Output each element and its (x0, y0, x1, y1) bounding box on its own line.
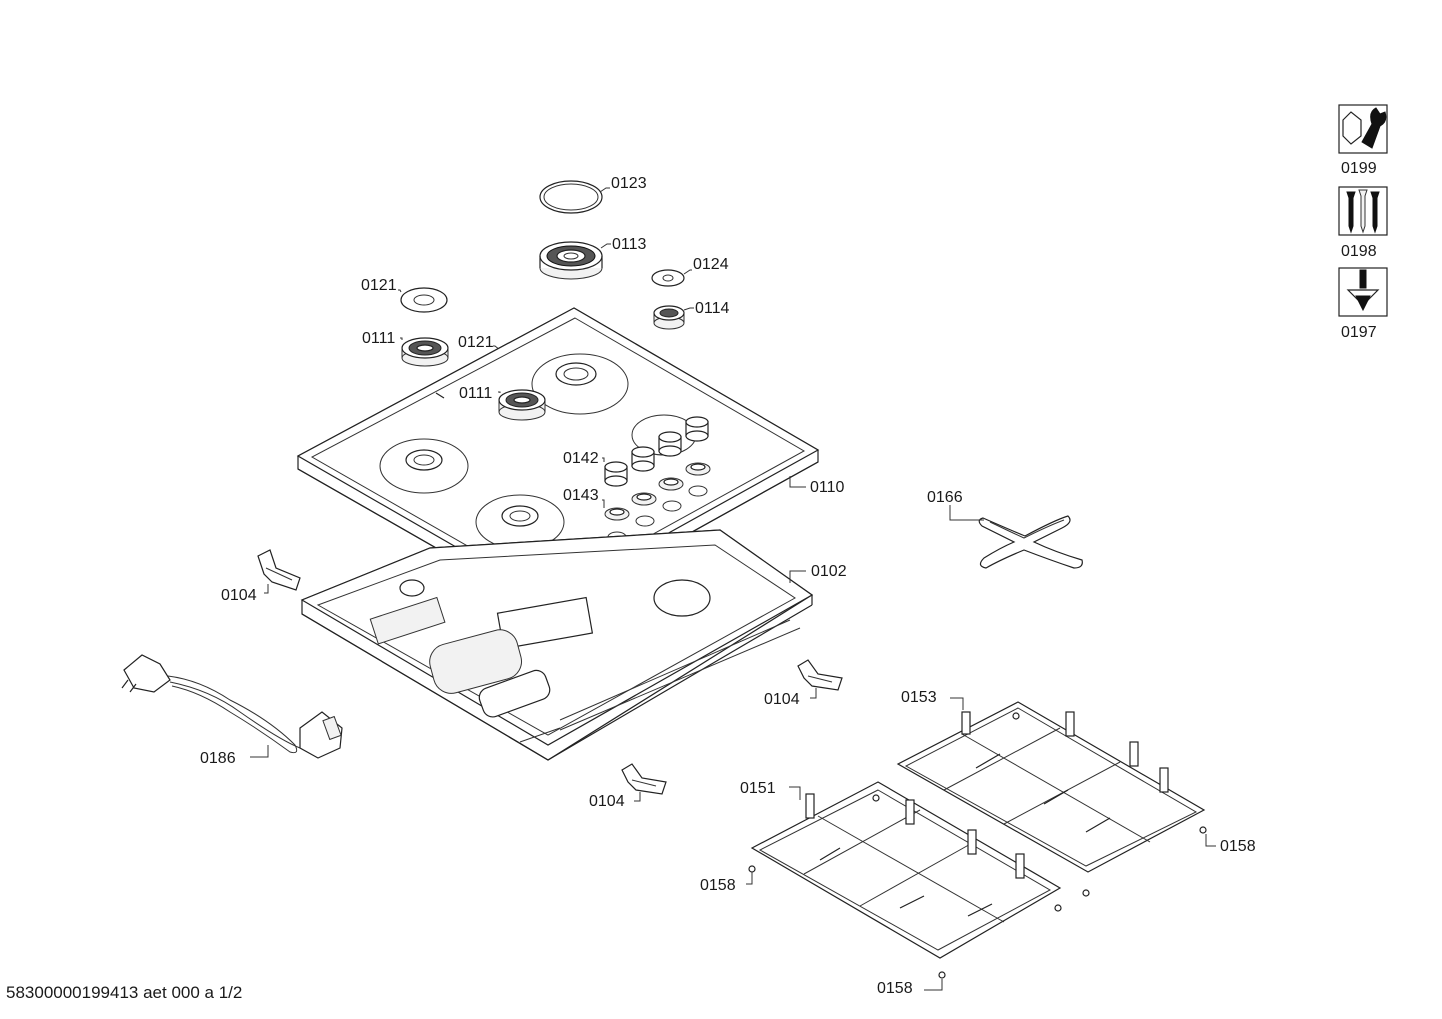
callout-0153: 0153 (901, 689, 937, 706)
screws-icon[interactable] (1338, 186, 1388, 236)
callout-0111-left: 0111 (362, 330, 395, 347)
callout-0123: 0123 (611, 175, 647, 192)
callout-0186: 0186 (200, 750, 236, 767)
callout-0104-a: 0104 (221, 587, 257, 604)
callout-0111-center: 0111 (459, 385, 492, 402)
part-0158-foot-b[interactable] (1054, 826, 1207, 912)
callout-0151: 0151 (740, 780, 776, 797)
part-0113-burner-crown[interactable] (539, 241, 603, 280)
accessory-0199-label: 0199 (1341, 160, 1377, 177)
callout-0142: 0142 (563, 450, 599, 467)
callout-0158-a: 0158 (700, 877, 736, 894)
callout-0121-left: 0121 (361, 277, 397, 294)
screwdriver-icon[interactable] (1338, 267, 1388, 317)
callout-0104-c: 0104 (589, 793, 625, 810)
part-0104-clamp-b[interactable] (797, 659, 843, 691)
document-id: 58300000199413 aet 000 a 1/2 (6, 983, 242, 1002)
part-0158-foot-c[interactable] (938, 971, 946, 979)
part-0110-top-plate[interactable] (296, 307, 820, 613)
wrench-nut-icon[interactable] (1338, 104, 1388, 154)
part-0121-cap-left[interactable] (400, 287, 448, 313)
callout-0143: 0143 (563, 487, 599, 504)
callout-0113: 0113 (612, 236, 647, 253)
callout-0110: 0110 (810, 479, 845, 496)
part-0124-small-cap[interactable] (651, 269, 685, 287)
callout-0114: 0114 (695, 300, 730, 317)
part-0151-pan-support-left[interactable] (750, 781, 1062, 959)
part-0114-small-burner[interactable] (653, 305, 685, 330)
part-0158-foot-a[interactable] (748, 865, 756, 873)
callout-0104-b: 0104 (764, 691, 800, 708)
accessory-0198-label: 0198 (1341, 243, 1377, 260)
part-0123-burner-cap[interactable] (539, 180, 603, 214)
callout-0121-center: 0121 (458, 334, 494, 351)
part-0143-knob-seals[interactable] (604, 462, 711, 521)
part-0111-burner-left[interactable] (401, 337, 449, 367)
callout-0158-b: 0158 (1220, 838, 1256, 855)
part-0104-clamp-c[interactable] (621, 763, 667, 795)
callout-0102: 0102 (811, 563, 847, 580)
callout-0124: 0124 (693, 256, 729, 273)
part-0186-power-cable[interactable] (121, 654, 343, 759)
part-0153-pan-support-right[interactable] (896, 701, 1206, 873)
part-0102-base-tray[interactable] (300, 529, 814, 761)
callout-0166: 0166 (927, 489, 963, 506)
accessory-0197-label: 0197 (1341, 324, 1377, 341)
callout-0158-c: 0158 (877, 980, 913, 997)
part-0142-control-knobs[interactable] (604, 416, 709, 487)
part-0104-clamp-a[interactable] (257, 549, 301, 591)
part-0166-wok-ring[interactable] (978, 515, 1083, 569)
part-0111-burner-center[interactable] (498, 389, 546, 421)
